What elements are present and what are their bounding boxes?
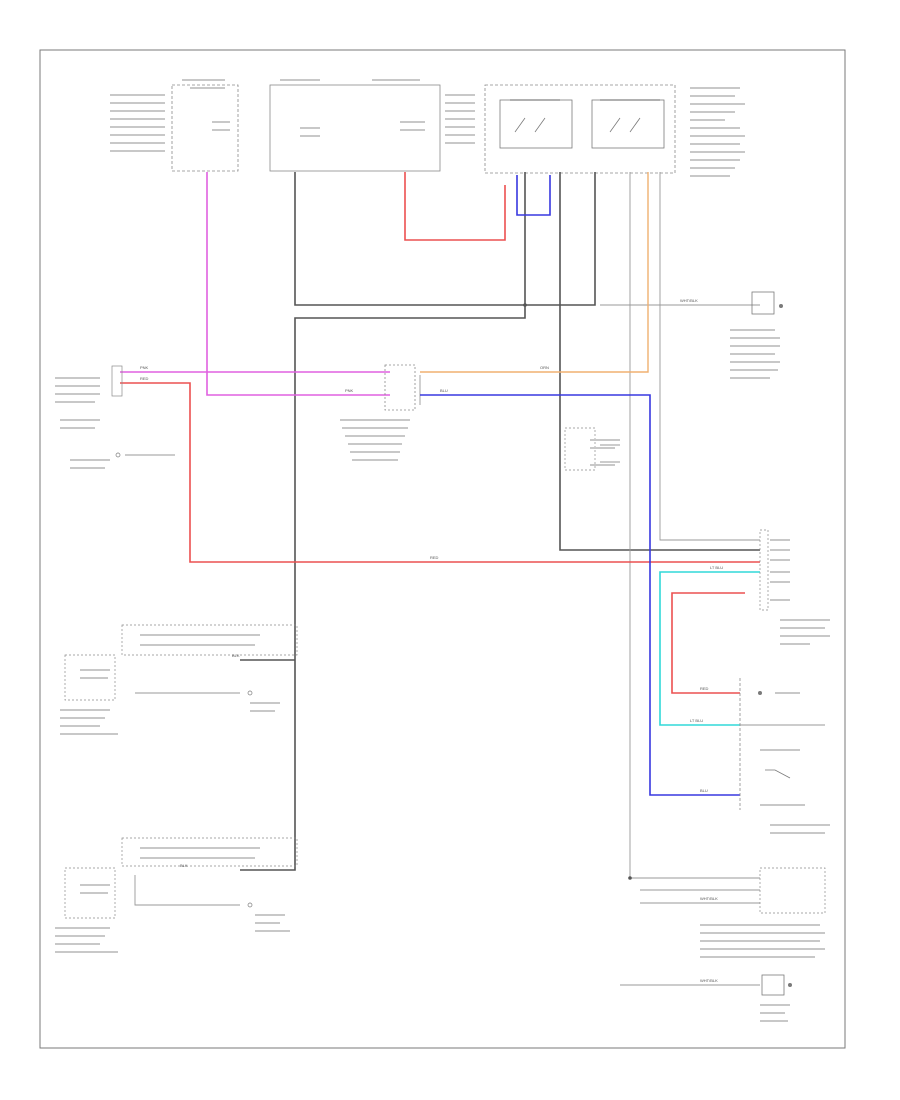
wire-tag-cyan-low: LT BLU [690, 718, 703, 723]
wire-tag-cyan-right: LT BLU [710, 565, 723, 570]
wire-tag-blk-left2: BLK [180, 863, 188, 868]
left-sensor-block [55, 365, 123, 469]
wire-tag-pink-mid: PNK [345, 388, 354, 393]
wire-tag-blue-low: BLU [700, 788, 708, 793]
center-right-switch [564, 427, 620, 471]
relay-left [499, 99, 573, 149]
right-main-connector [759, 529, 830, 645]
wire-tag-right-conn2: WHT/BLK [700, 978, 718, 983]
left-lower-switch-group [55, 837, 298, 953]
cyan-wires [659, 571, 760, 726]
wire-tag-red-right: RED [700, 686, 709, 691]
top-left-module [110, 79, 239, 172]
wire-tag-blk-left1: BLK [232, 653, 240, 658]
gray-wires [125, 172, 825, 986]
wire-tag-red-low: RED [430, 555, 439, 560]
blue-wires [420, 175, 740, 796]
right-switch-assembly [739, 678, 830, 834]
right-lower-module [700, 867, 826, 1022]
orange-wire [420, 172, 649, 373]
black-wires [240, 172, 760, 871]
center-connector [340, 364, 416, 461]
diagram-frame [39, 49, 846, 1049]
top-right-relay-module [484, 84, 745, 177]
pink-wire [120, 172, 390, 396]
wire-tag-pink-top: PNK [140, 365, 149, 370]
wire-tag-gray-right: WHT/BLK [680, 298, 698, 303]
wire-tag-orange-mid: ORN [540, 365, 549, 370]
wire-tag-red-mid: RED [140, 376, 149, 381]
relay-right [591, 99, 665, 149]
top-center-module [269, 79, 475, 172]
junction-dots [523, 303, 632, 880]
wire-tag-blue-mid: BLU [440, 388, 448, 393]
red-wires [120, 172, 760, 694]
wire-tag-right-conn1: WHT/BLK [700, 896, 718, 901]
right-upper-sensor [730, 291, 783, 379]
left-middle-switch-group [60, 624, 298, 735]
